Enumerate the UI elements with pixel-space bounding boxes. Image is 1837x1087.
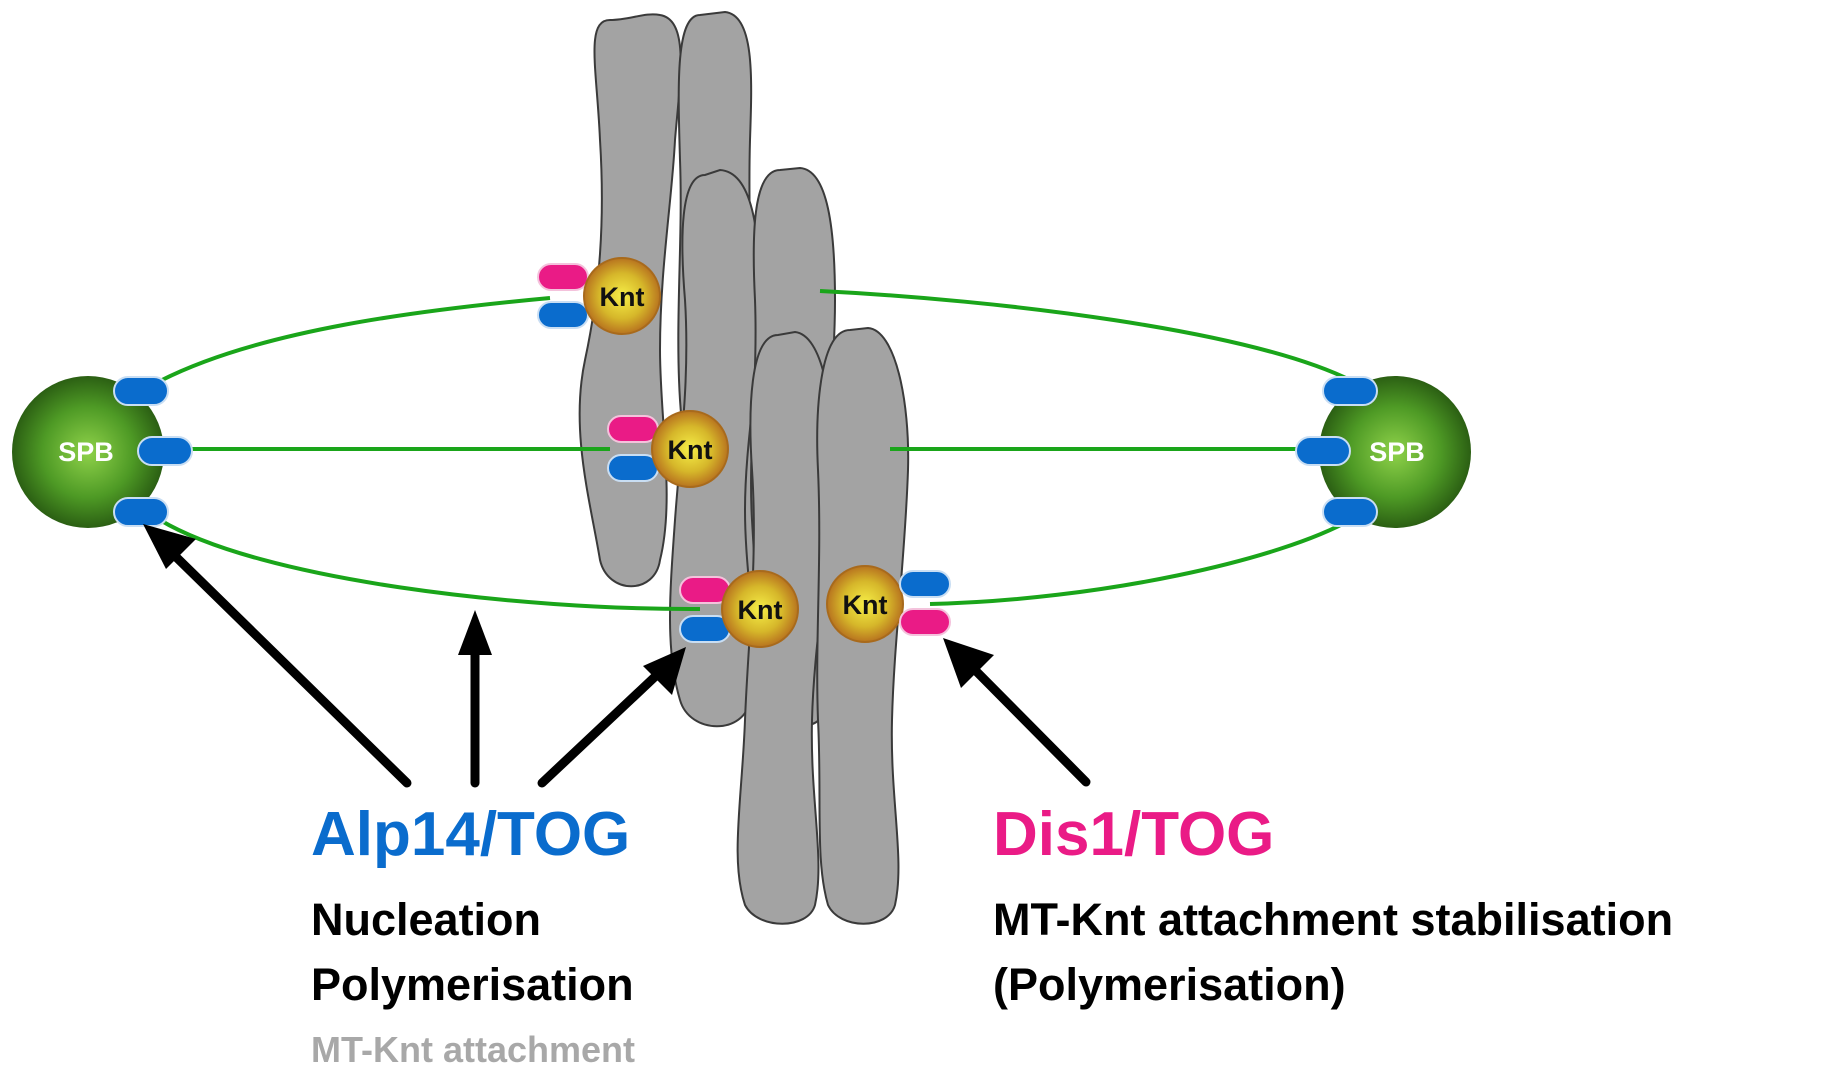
alp14-marker [113, 497, 169, 527]
dis1-function-stabilisation: MT-Knt attachment stabilisation [993, 894, 1673, 945]
kinetochore-1: Knt [537, 257, 661, 335]
alp14-function-nucleation: Nucleation [311, 894, 541, 945]
arrow-to-spb [143, 524, 412, 788]
alp14-marker [1295, 436, 1351, 466]
alp14-marker [113, 376, 169, 406]
spb-left: SPB [12, 376, 164, 528]
spb-left-label: SPB [58, 437, 114, 467]
alp14-marker [1322, 497, 1378, 527]
kinetochore-4: Knt [826, 565, 951, 643]
alp14-marker [137, 436, 193, 466]
knt-1-label: Knt [600, 282, 645, 312]
alp14-marker [1322, 376, 1378, 406]
alp14-markers-spb [113, 376, 1378, 527]
alp14-function-polymerisation: Polymerisation [311, 959, 634, 1010]
spb-right: SPB [1319, 376, 1471, 528]
kinetochore-3: Knt [679, 570, 799, 648]
knt-2-label: Knt [668, 435, 713, 465]
dis1-title: Dis1/TOG [993, 800, 1274, 869]
alp14-title: Alp14/TOG [311, 800, 630, 869]
microtubule-bottom-left [158, 518, 701, 612]
arrows [143, 524, 1091, 788]
arrow-to-microtubule [458, 610, 492, 788]
arrow-to-dis1-marker [943, 638, 1091, 787]
microtubule-top-left [159, 296, 551, 383]
knt-4-label: Knt [843, 590, 888, 620]
knt-3-label: Knt [738, 595, 783, 625]
spb-right-label: SPB [1369, 437, 1425, 467]
alp14-function-attachment: MT-Knt attachment [311, 1029, 635, 1070]
arrow-to-kinetochore [537, 647, 686, 788]
microtubules [158, 289, 1353, 612]
microtubule-bottom-right [929, 517, 1353, 606]
microtubule-top-right [819, 289, 1353, 383]
dis1-function-polymerisation: (Polymerisation) [993, 959, 1346, 1010]
kinetochore-2: Knt [607, 410, 729, 488]
